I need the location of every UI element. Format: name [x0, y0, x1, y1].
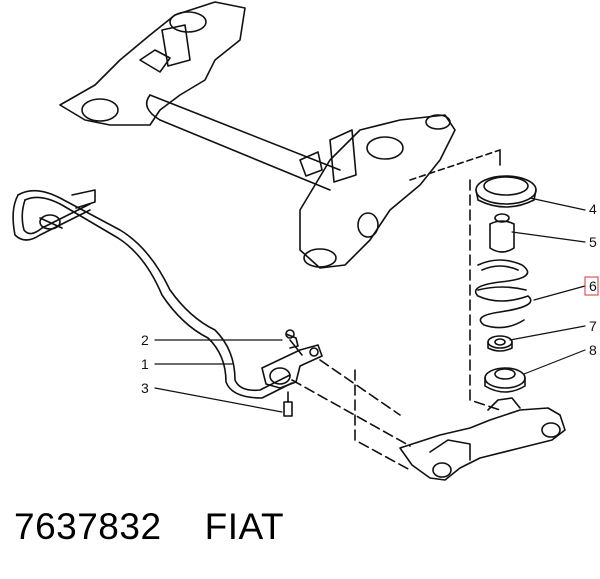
callout-3: 3	[141, 380, 149, 396]
bump-stop	[489, 213, 515, 253]
assembly-lines	[291, 179, 501, 471]
coil-spring	[474, 259, 532, 329]
spring-seat-upper	[475, 175, 537, 208]
spring-seat-lower	[484, 367, 526, 393]
callout-8: 8	[589, 342, 597, 358]
subframe	[59, 1, 501, 269]
callout-7: 7	[589, 318, 597, 334]
callout-1: 1	[141, 356, 149, 372]
callout-5: 5	[589, 234, 597, 250]
bushing-clamp	[261, 329, 323, 417]
callout-2: 2	[141, 332, 149, 348]
callout-4: 4	[589, 201, 597, 217]
leader-lines	[154, 197, 586, 413]
brand-name: FIAT	[204, 506, 285, 547]
stabilizer-bar	[12, 189, 293, 399]
control-arm	[399, 397, 566, 481]
callout-6: 6	[589, 278, 597, 294]
callout-6-highlight-box	[584, 276, 599, 296]
caption: 7637832 FIAT	[14, 506, 284, 548]
spring-bushing	[487, 335, 513, 352]
part-number: 7637832	[14, 506, 162, 547]
